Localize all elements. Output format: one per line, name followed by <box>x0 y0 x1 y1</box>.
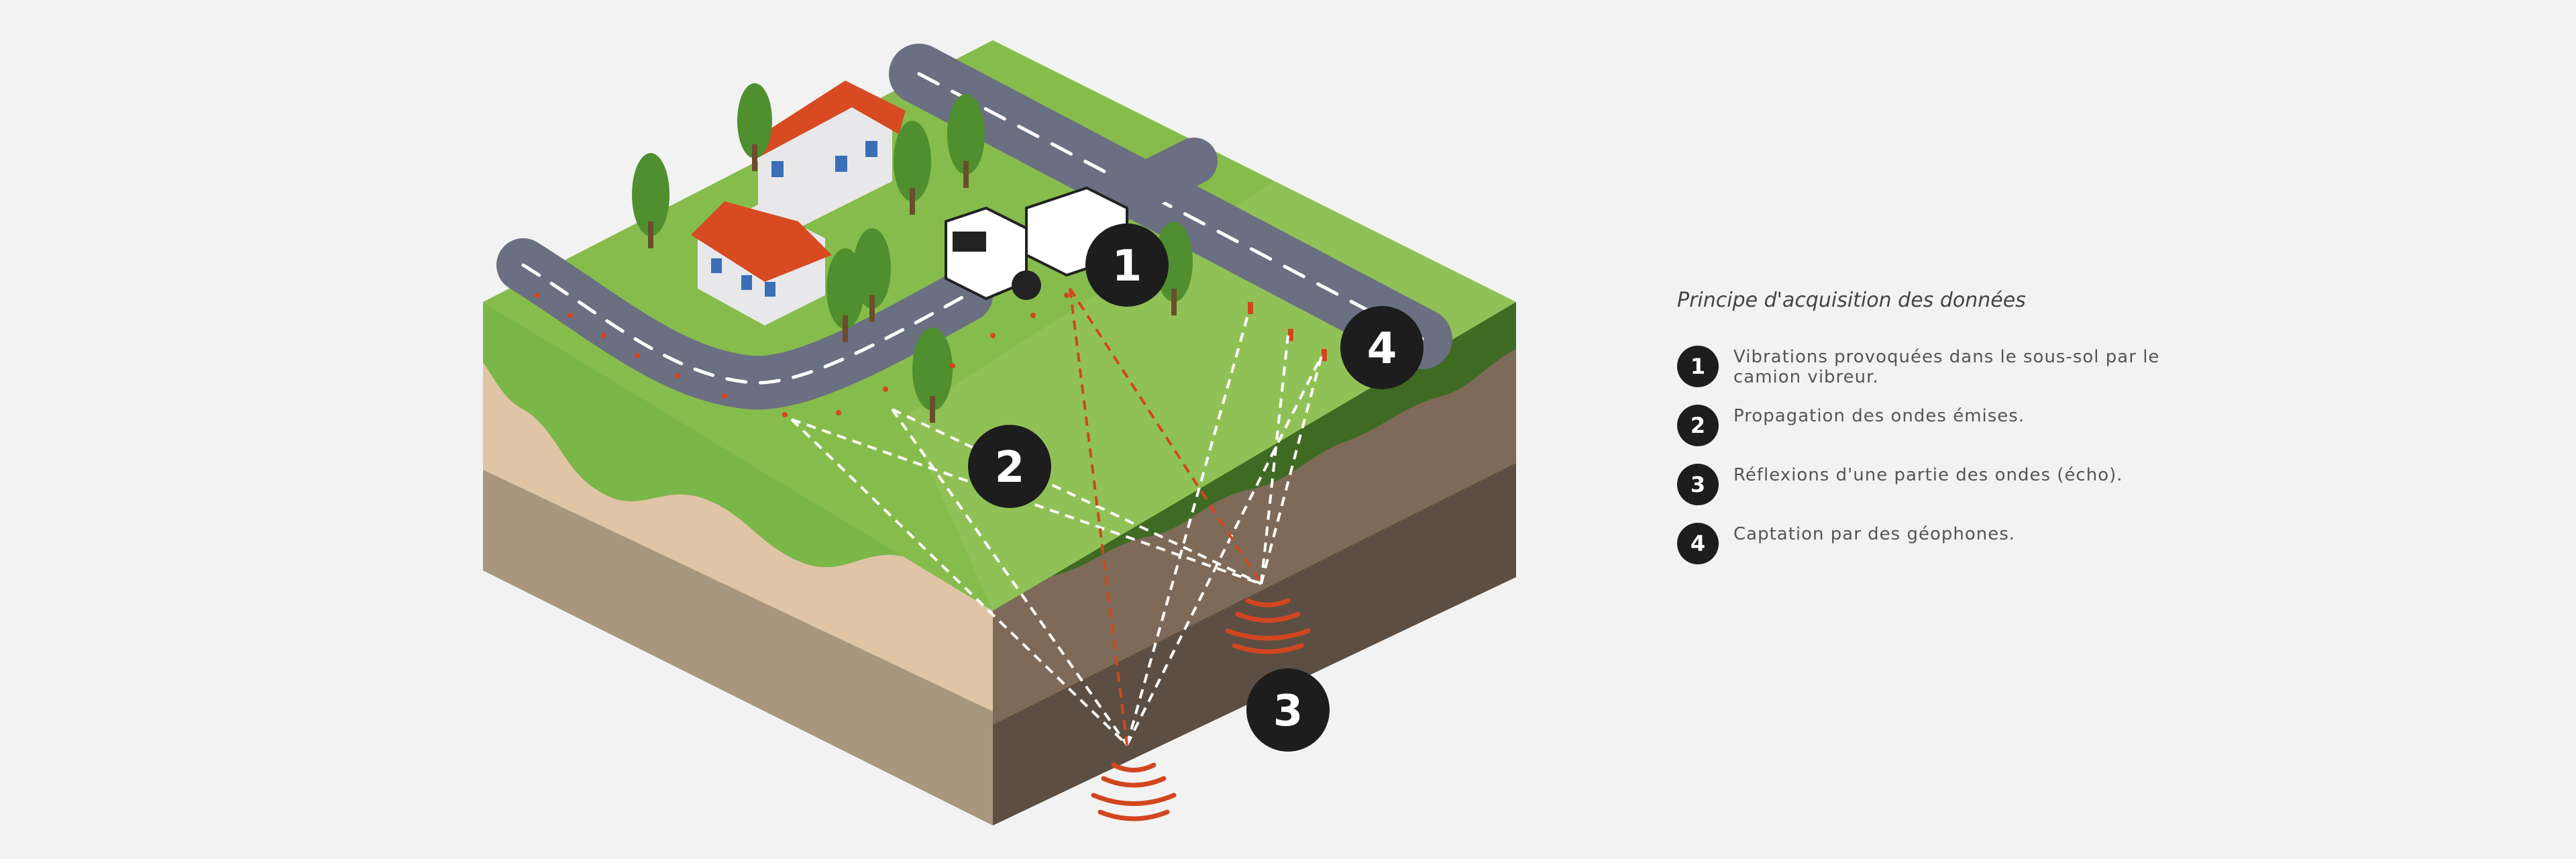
legend-item-text: Réflexions d'une partie des ondes (écho)… <box>1733 465 2123 485</box>
legend-item-text: Vibrations provoquées dans le sous-sol p… <box>1733 347 2160 387</box>
marker-2: 2 <box>968 425 1051 508</box>
legend-item-text: Propagation des ondes émises. <box>1733 406 2025 426</box>
marker-1: 1 <box>1085 223 1169 307</box>
marker-4-label: 4 <box>1367 324 1397 374</box>
trees <box>632 83 1193 423</box>
legend-number-badge: 1 <box>1677 346 1719 387</box>
legend-item-text: Captation par des géophones. <box>1733 524 2016 544</box>
marker-2-label: 2 <box>995 443 1025 493</box>
reflection-waves <box>1091 598 1311 821</box>
seismic-block-illustration: 1 2 3 4 <box>483 40 1516 825</box>
marker-1-label: 1 <box>1112 242 1142 291</box>
legend-item-4: 4 Captation par des géophones. <box>1677 523 2281 564</box>
geophones <box>534 293 1327 417</box>
marker-4: 4 <box>1340 306 1424 389</box>
legend-item-1: 1 Vibrations provoquées dans le sous-sol… <box>1677 346 2281 387</box>
marker-3: 3 <box>1246 668 1330 752</box>
legend-item-3: 3 Réflexions d'une partie des ondes (éch… <box>1677 464 2281 505</box>
legend-number-badge: 3 <box>1677 464 1719 505</box>
legend: Principe d'acquisition des données 1 Vib… <box>1677 289 2281 582</box>
vibrator-truck <box>945 186 1128 301</box>
house-back <box>751 81 906 228</box>
legend-title: Principe d'acquisition des données <box>1677 289 2026 312</box>
legend-item-2: 2 Propagation des ondes émises. <box>1677 405 2281 446</box>
legend-number-badge: 2 <box>1677 405 1719 446</box>
marker-3-label: 3 <box>1273 687 1303 736</box>
house-front <box>691 201 832 325</box>
legend-number-badge: 4 <box>1677 523 1719 564</box>
